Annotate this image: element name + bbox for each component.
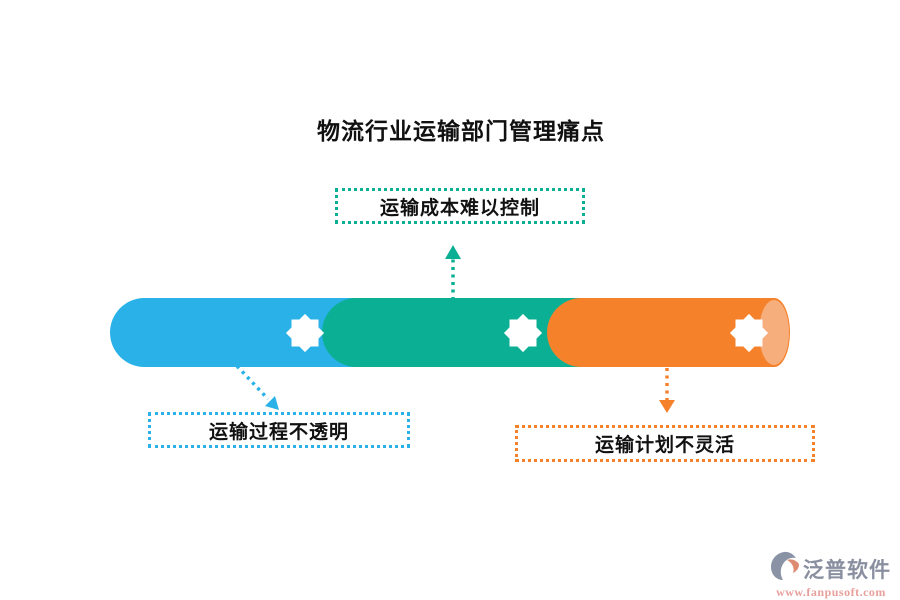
pain-point-box-cost: 运输成本难以控制 [335,188,585,224]
pain-point-label: 运输计划不灵活 [594,435,735,456]
arrow-down-blue [235,364,279,410]
brand-name: 泛普软件 [803,558,891,582]
eight-point-star-icon [285,313,325,353]
eight-point-star-icon [729,313,769,353]
eight-point-star-icon [503,313,543,353]
fanpu-logo-icon [771,551,799,580]
brand-url: www.fanpusoft.com [776,585,886,599]
pain-point-box-process: 运输过程不透明 [148,412,410,448]
pain-point-label: 运输成本难以控制 [379,197,540,219]
pain-point-box-plan: 运输计划不灵活 [515,425,815,462]
pain-point-label: 运输过程不透明 [208,421,349,443]
arrow-down-orange [659,368,675,413]
page-title: 物流行业运输部门管理痛点 [317,118,605,144]
arrow-up-green [445,245,461,300]
watermark: 泛普软件 www.fanpusoft.com [770,551,892,600]
